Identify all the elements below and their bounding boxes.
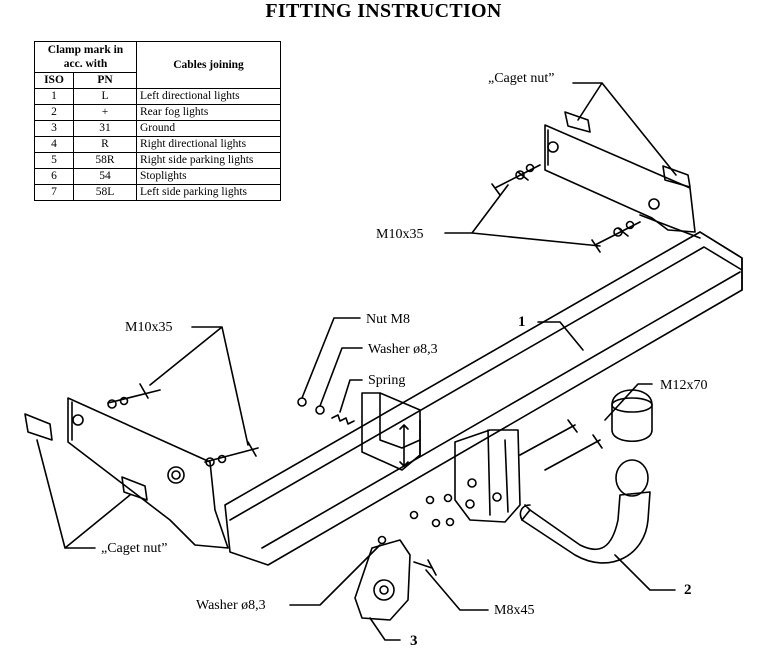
table-header-row: Clamp mark in acc. with Cables joining [34, 41, 281, 89]
left-bracket-hole-1 [72, 414, 84, 426]
label-part-1: 1 [518, 314, 526, 330]
leader-caget-nut-bottom [36, 439, 131, 549]
label-part-3: 3 [410, 633, 418, 649]
label-caget-nut-bottom: „Caget nut” [101, 541, 167, 556]
tow-ball-cap [611, 389, 653, 442]
socket-plate [354, 539, 411, 621]
page-title: FITTING INSTRUCTION [265, 0, 502, 22]
nut-m8-part [297, 397, 307, 407]
caget-nut-left-1 [24, 413, 53, 441]
leader-part-1 [537, 321, 584, 351]
caget-nut-top-right-2 [662, 165, 691, 188]
label-washer-top: Washer ø8,3 [368, 342, 438, 357]
spring-part [331, 414, 355, 425]
leader-caget-nut-top [572, 82, 677, 176]
label-m12x70: M12x70 [660, 378, 707, 393]
bolt-m12x70-1 [519, 419, 578, 456]
bolt-right-1 [491, 164, 541, 196]
washer-bottom-part [377, 535, 387, 545]
leader-washer-bottom [289, 544, 381, 606]
label-nut-m8: Nut M8 [366, 312, 410, 327]
label-spring: Spring [368, 373, 405, 388]
left-bracket [67, 397, 229, 549]
right-bracket [544, 124, 696, 233]
label-m10x35-left: M10x35 [125, 320, 172, 335]
left-bracket-hole-2 [167, 466, 185, 484]
caget-nut-left-2 [121, 476, 148, 501]
caget-nut-top-right-1 [564, 111, 591, 133]
header-pn: PN [73, 72, 137, 89]
cell-pn: 58R [73, 152, 137, 169]
clamp-cable-table: Clamp mark in acc. with Cables joining I… [34, 41, 281, 201]
table-row: 2+Rear fog lights [34, 104, 281, 121]
bolt-m12x70-2 [544, 434, 603, 471]
leader-spring [339, 379, 363, 413]
label-m10x35-right: M10x35 [376, 227, 423, 242]
label-m8x45: M8x45 [494, 603, 534, 618]
header-clamp-mark: Clamp mark in acc. with [34, 41, 137, 73]
leader-m10x35-right [444, 184, 601, 247]
label-washer-bottom: Washer ø8,3 [196, 598, 266, 613]
bolt-left-1 [107, 383, 161, 404]
right-bracket-hole-2 [648, 198, 660, 210]
tow-ball [615, 459, 649, 497]
right-bracket-join [639, 214, 701, 239]
cell-cables-joining: Left side parking lights [136, 184, 281, 201]
crossbeam-edge-lower [261, 271, 741, 549]
leader-m10x35-left [149, 326, 249, 446]
leader-part-2 [614, 554, 676, 591]
bolt-m8x45 [413, 559, 437, 576]
spring-bracket [361, 392, 421, 471]
leader-m8x45 [425, 569, 489, 611]
table-subheader-row: ISO PN [34, 72, 281, 89]
washer-top-part [315, 405, 325, 415]
vertical-plate [454, 429, 521, 523]
right-bracket-hole-1 [547, 141, 559, 153]
cell-cables-joining: Right side parking lights [136, 152, 281, 169]
crossbeam-edge [229, 246, 743, 521]
leader-washer-top [319, 347, 363, 407]
crossbeam-end-cap [699, 231, 743, 291]
leader-nut-m8 [301, 317, 361, 399]
label-part-2: 2 [684, 582, 692, 598]
label-caget-nut-top: „Caget nut” [488, 71, 554, 86]
leader-m12x70 [604, 383, 653, 421]
leader-part-3 [369, 617, 401, 641]
tow-arm [521, 491, 651, 564]
